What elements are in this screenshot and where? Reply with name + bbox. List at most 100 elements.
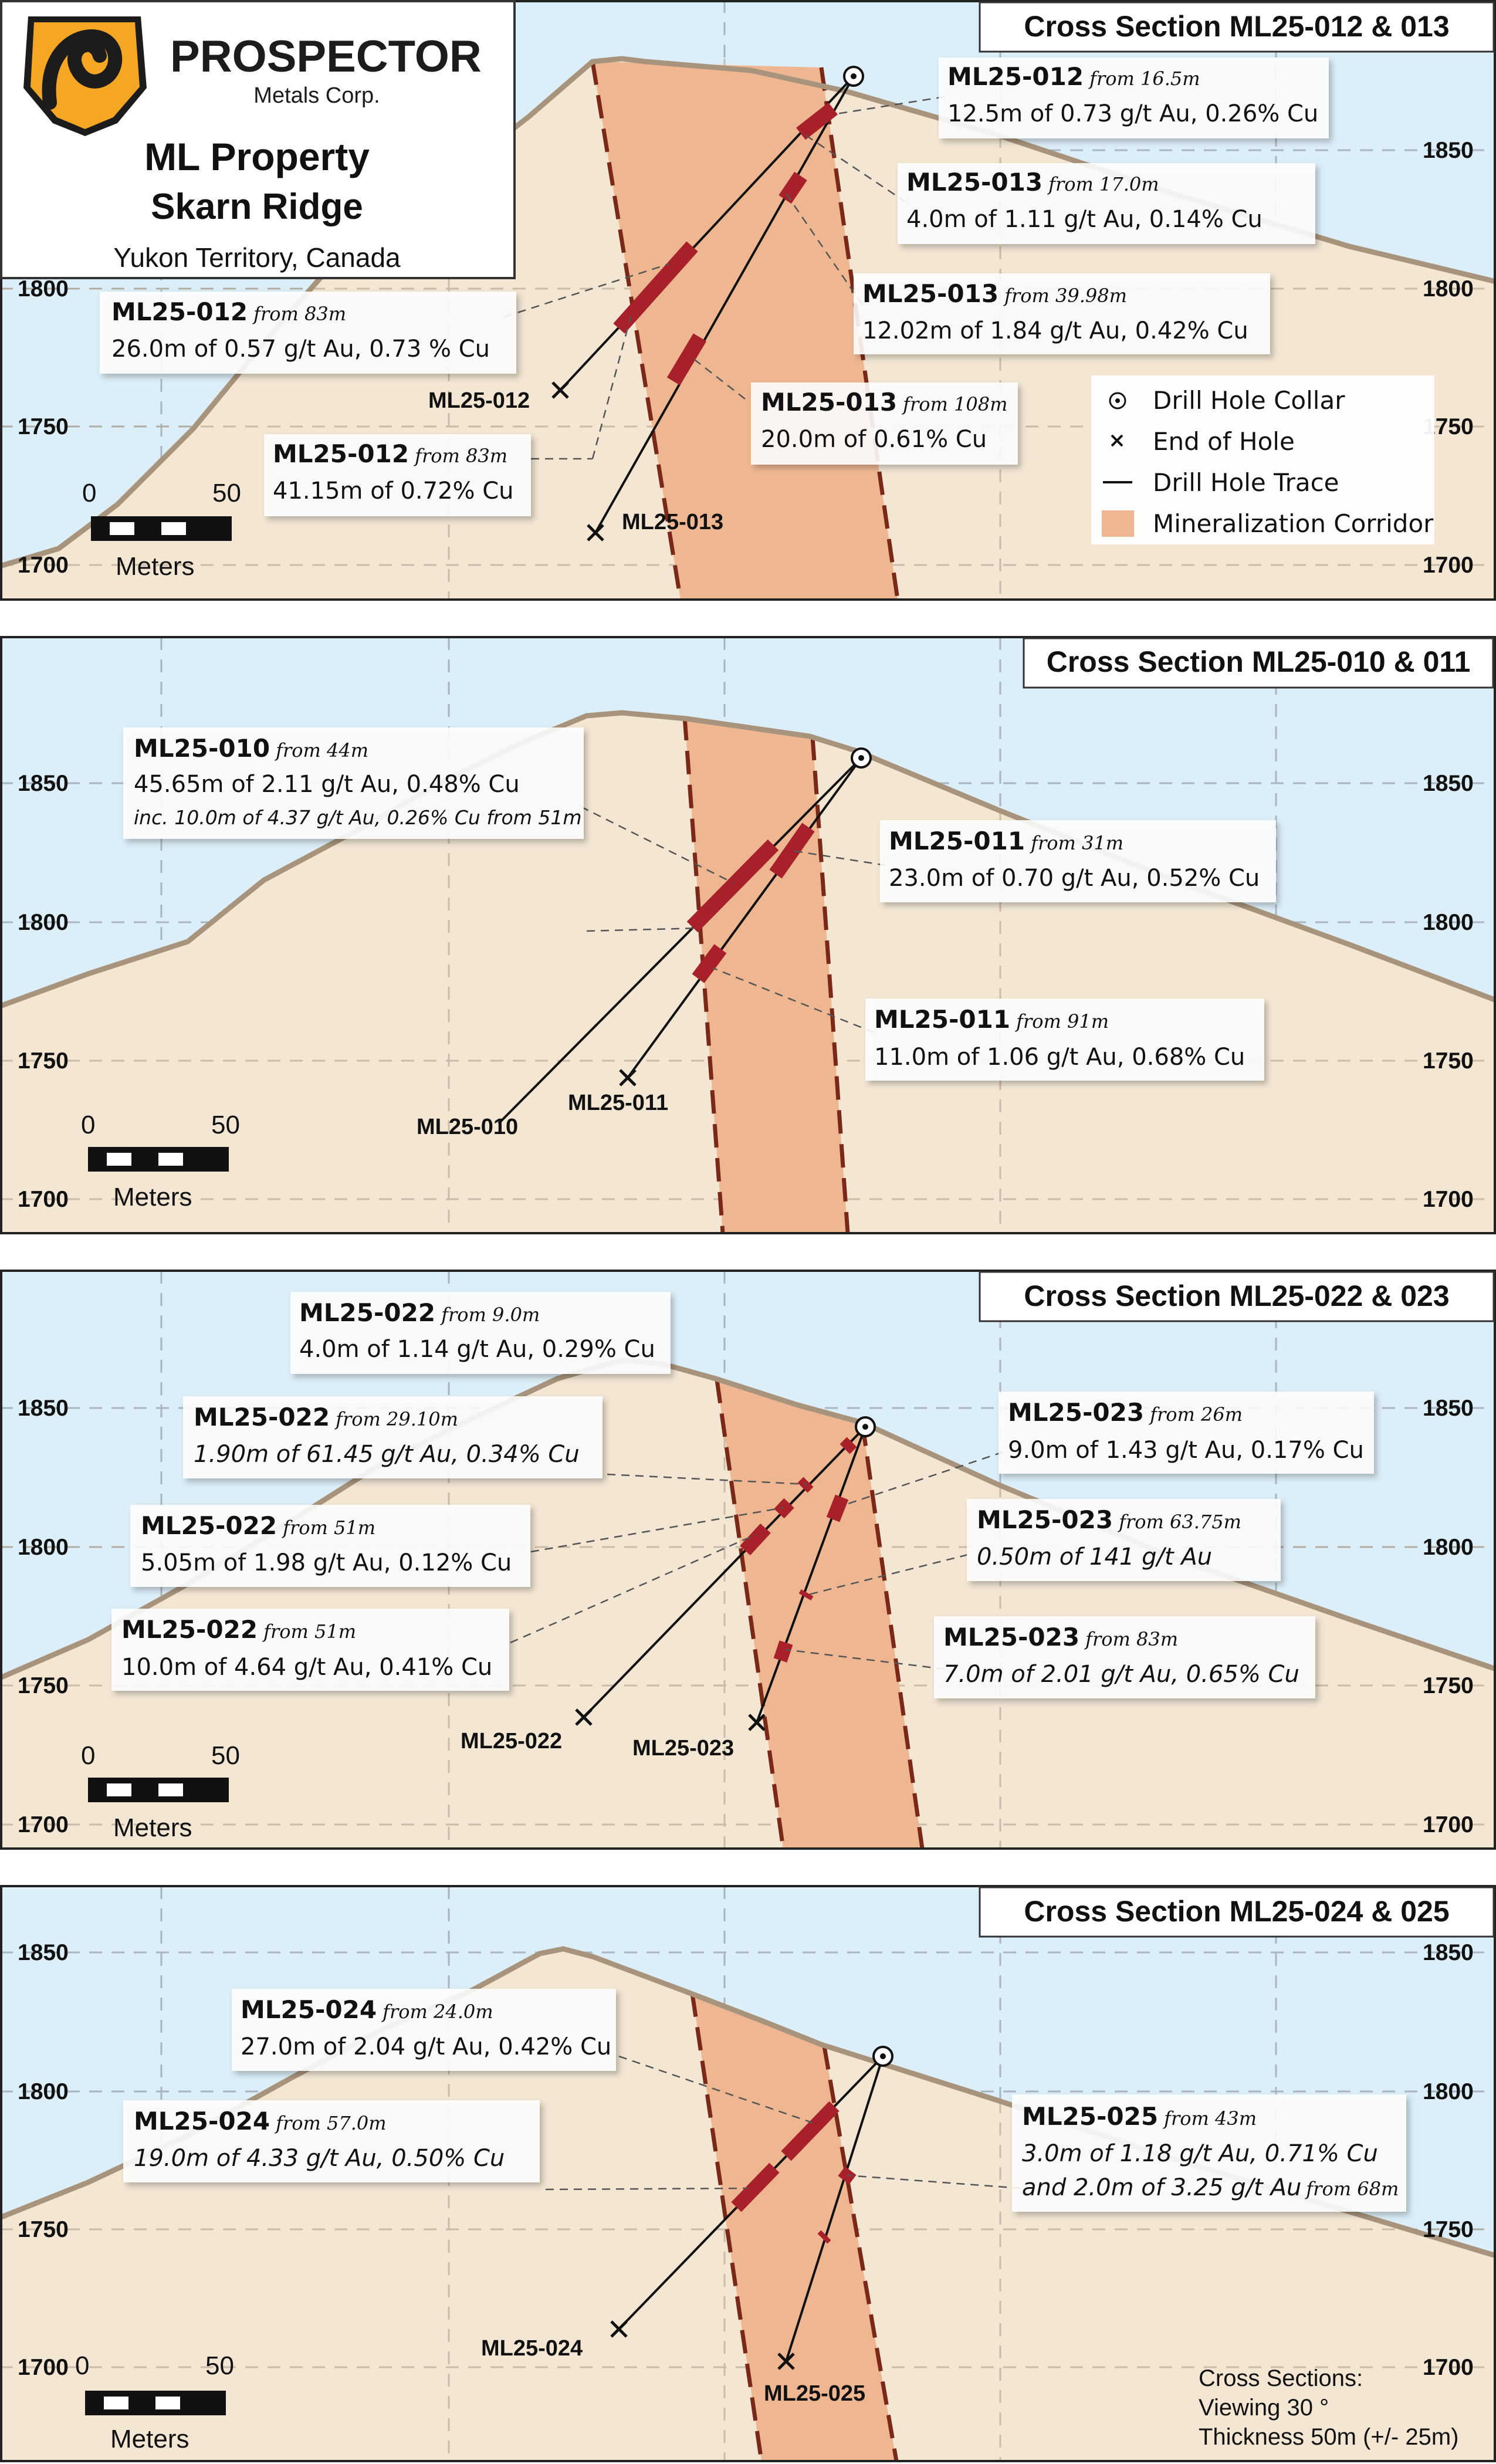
corridor-swatch-icon: [1102, 510, 1134, 537]
annotation-result: 20.0m of 0.61% Cu: [761, 426, 987, 453]
end-of-hole-icon: [1111, 434, 1123, 447]
annotation-hole: ML25-011: [874, 1005, 1010, 1034]
panel-cross-section-4: 1850 1800 1750 1700 1850 1800 1750 1700 …: [0, 1885, 1496, 2462]
section-title: Cross Section ML25-010 & 011: [1047, 645, 1471, 678]
scale-zero: 0: [75, 2351, 89, 2380]
legend-label: Mineralization Corridor: [1153, 509, 1434, 538]
intercepts: [731, 2101, 857, 2244]
drill-hole-collar: [843, 66, 864, 87]
intercept-annotation: [264, 434, 531, 516]
annotation-from: from 83m: [1084, 1628, 1178, 1650]
annotation-result: 0.50m of 141 g/t Au: [977, 1544, 1212, 1571]
intercept-annotation: [751, 383, 1018, 465]
end-of-hole-marker: [551, 381, 604, 541]
hole-label: ML25-013: [622, 510, 723, 534]
mineralization-corridor: [593, 62, 898, 600]
scale-max: 50: [205, 2351, 234, 2380]
corridor-edge-right: [860, 1422, 925, 1849]
drill-traces: [497, 757, 862, 1125]
elev-label: 1850: [1423, 1396, 1474, 1421]
elev-label: 1850: [18, 771, 69, 796]
scale-bar: 0 50 Meters: [75, 2351, 234, 2453]
section-title-box: [979, 1, 1495, 53]
annotation-result: 26.0m of 0.57 g/t Au, 0.73 % Cu: [111, 336, 490, 363]
collar-icon: [1109, 392, 1126, 409]
elev-label: 1700: [1423, 2355, 1474, 2380]
annotation-result: 12.02m of 1.84 g/t Au, 0.42% Cu: [862, 317, 1248, 344]
annotation-hole: ML25-024: [134, 2107, 270, 2135]
scale-unit: Meters: [113, 1813, 192, 1842]
annotation-hole: ML25-022: [121, 1615, 258, 1644]
header-box: PROSPECTOR Metals Corp. ML Property Skar…: [0, 0, 516, 279]
panel-frame: [0, 0, 1496, 601]
note-line: Cross Sections:: [1199, 2365, 1363, 2391]
intercept-annotation: [865, 999, 1264, 1081]
annotation-from: from 83m: [252, 303, 346, 325]
elev-label: 1800: [1423, 1535, 1474, 1560]
scale-max: 50: [212, 479, 241, 507]
annotation-result: 41.15m of 0.72% Cu: [273, 478, 514, 505]
annotation-result: 9.0m of 1.43 g/t Au, 0.17% Cu: [1008, 1437, 1364, 1464]
annotation-hole: ML25-023: [977, 1505, 1113, 1534]
region-name: Yukon Territory, Canada: [113, 242, 401, 273]
panel-frame: [0, 636, 1496, 1234]
annotation-result: 27.0m of 2.04 g/t Au, 0.42% Cu: [241, 2033, 611, 2060]
mineralization-corridor: [685, 717, 848, 1233]
intercept-annotation: [123, 727, 584, 839]
elev-label: 1700: [1423, 1187, 1474, 1212]
hole-label: ML25-025: [764, 2381, 865, 2406]
corridor-edge-right: [810, 736, 850, 1233]
elev-label: 1850: [1423, 771, 1474, 796]
legend: Drill Hole Collar End of Hole Drill Hole…: [1091, 375, 1434, 544]
prospector-logo-icon: [23, 16, 147, 136]
annotation-from: from 63.75m: [1118, 1511, 1241, 1533]
scale-zero: 0: [81, 1111, 95, 1139]
section-note: Cross Sections: Viewing 30 ° Thickness 5…: [1199, 2365, 1458, 2450]
panel-cross-section-3: 1850 1800 1750 1700 1850 1800 1750 1700 …: [0, 1270, 1496, 1850]
intercepts: [686, 823, 815, 983]
drill-hole-collar: [851, 747, 872, 769]
intercept-annotation: [130, 1505, 530, 1587]
end-of-hole-marker: [575, 1708, 766, 1731]
intercept-annotation: [880, 820, 1276, 902]
annotation-result: 1.90m of 61.45 g/t Au, 0.34% Cu: [194, 1441, 580, 1468]
annotation-result: 3.0m of 1.18 g/t Au, 0.71% Cu: [1022, 2140, 1378, 2167]
elev-label: 1750: [18, 1048, 69, 1074]
scale-max: 50: [211, 1111, 240, 1139]
intercept-annotation: [967, 1499, 1281, 1581]
annotation-from: from 44m: [275, 739, 368, 761]
annotation-hole: ML25-010: [134, 734, 270, 763]
annotation-from: from 57.0m: [275, 2112, 387, 2134]
elev-label: 1800: [18, 1535, 69, 1560]
annotation-result: 10.0m of 4.64 g/t Au, 0.41% Cu: [121, 1654, 492, 1681]
elevation-labels-left: 1850 1800 1750 1700: [18, 1396, 69, 1837]
corridor-edge-left: [715, 1379, 786, 1849]
hole-label: ML25-010: [417, 1115, 518, 1139]
note-line: Viewing 30 °: [1199, 2395, 1329, 2421]
elev-label: 1850: [1423, 1940, 1474, 1965]
property-name: ML Property: [144, 135, 370, 178]
hole-label: ML25-022: [461, 1729, 562, 1754]
annotation-from: from 68m: [1305, 2178, 1399, 2200]
scale-unit: Meters: [113, 1183, 192, 1211]
elev-label: 1750: [18, 2217, 69, 2242]
hole-label: ML25-011: [568, 1091, 668, 1115]
scale-bar: 0 50 Meters: [81, 1111, 240, 1211]
elev-label: 1700: [18, 1187, 69, 1212]
annotation-hole: ML25-024: [241, 1995, 377, 2024]
scale-max: 50: [211, 1741, 240, 1770]
elev-label: 1750: [18, 414, 69, 439]
leader-lines: [504, 96, 945, 460]
elevation-labels-right: 1850 1800 1750 1700: [1423, 771, 1474, 1212]
intercept-annotation: [100, 292, 516, 374]
panel-cross-section-1: 1800 1750 1700 1850 1800 1750 1700 ML25-…: [0, 0, 1496, 601]
elevation-labels-left: 1850 1800 1750 1700: [18, 1940, 69, 2380]
scale-zero: 0: [81, 1741, 95, 1770]
annotation-from: from 29.10m: [334, 1408, 458, 1430]
annotation-result: 5.05m of 1.98 g/t Au, 0.12% Cu: [141, 1549, 512, 1576]
mineralization-corridor: [692, 1993, 896, 2461]
intercept-annotation: [1012, 2094, 1406, 2212]
